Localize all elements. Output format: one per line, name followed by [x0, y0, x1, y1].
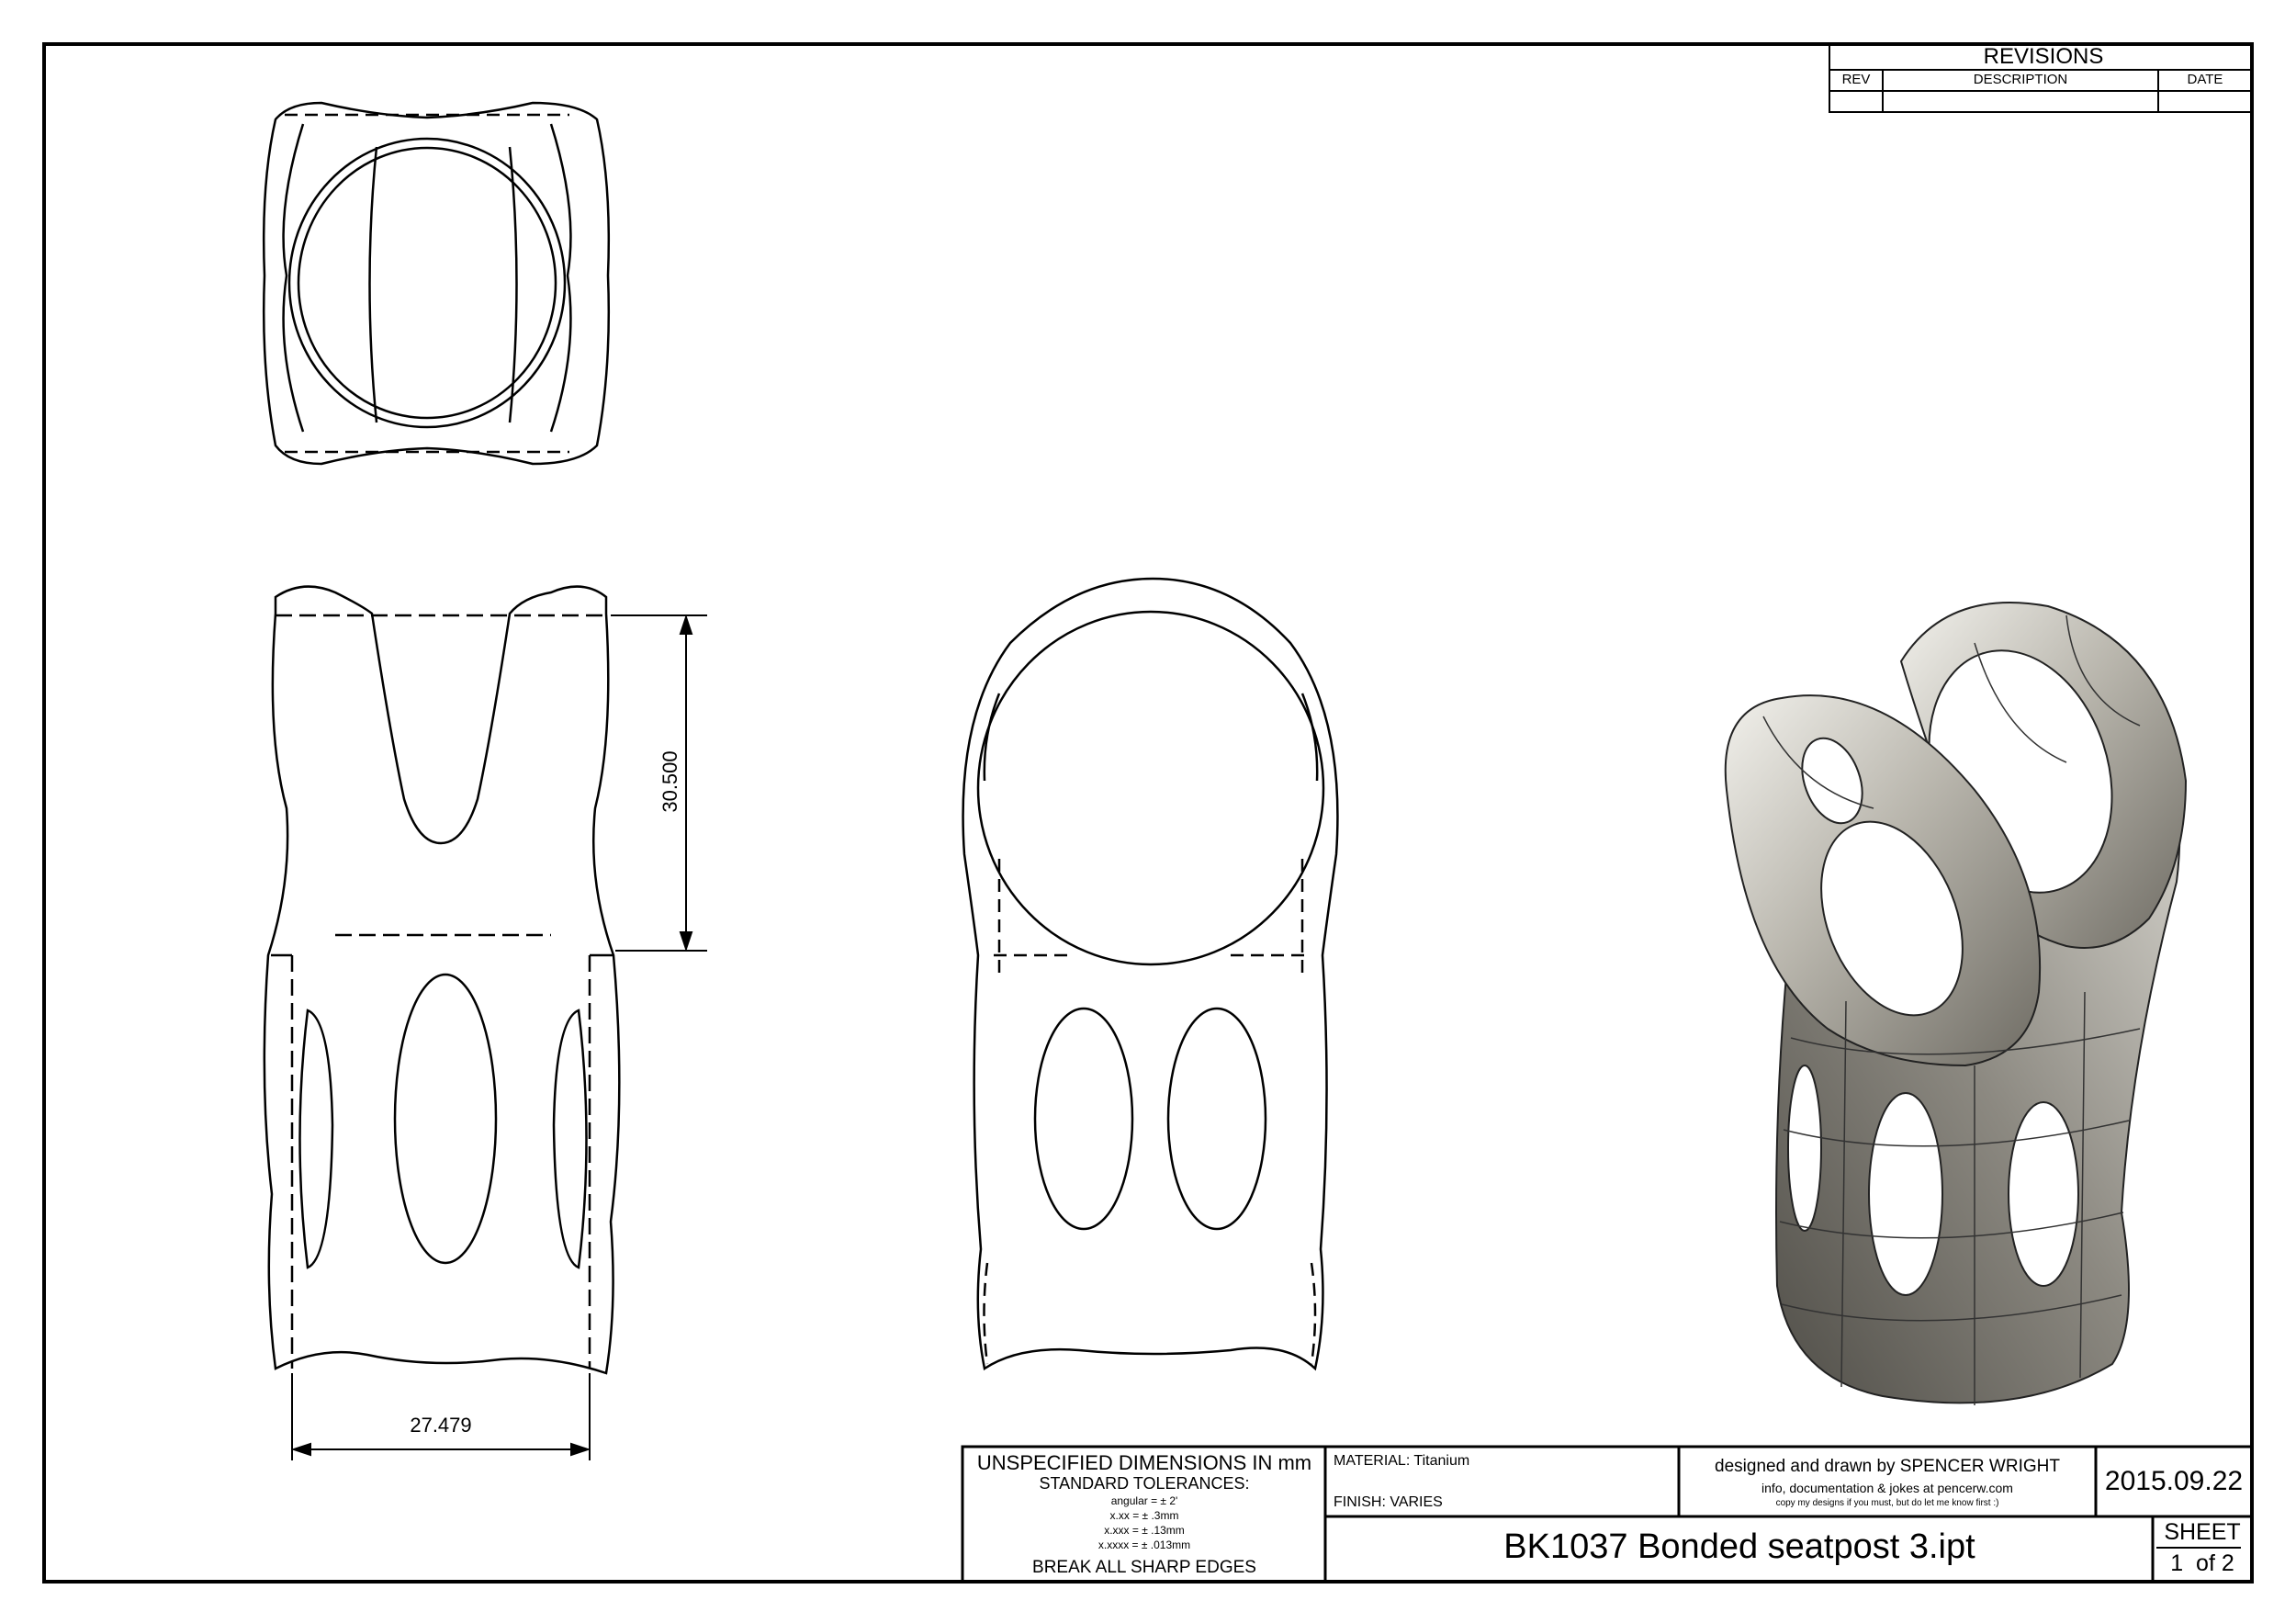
sheet-label: SHEET — [2164, 1519, 2241, 1545]
top-view — [262, 101, 611, 466]
revisions-col-date: DATE — [2187, 72, 2223, 87]
side-view — [962, 577, 1339, 1371]
drawing-date: 2015.09.22 — [2104, 1466, 2244, 1496]
tolerance-xx: x.xx = ± .3mm — [1109, 1509, 1179, 1522]
revisions-table — [1829, 43, 2253, 113]
material-label: MATERIAL: Titanium — [1334, 1453, 1470, 1469]
tolerance-xxxx: x.xxxx = ± .013mm — [1097, 1538, 1191, 1551]
revisions-col-description: DESCRIPTION — [1973, 72, 2068, 87]
tolerance-xxx: x.xxx = ± .13mm — [1104, 1524, 1185, 1537]
standard-tolerances-label: STANDARD TOLERANCES: — [1039, 1474, 1250, 1493]
title-block — [961, 1445, 2254, 1584]
front-view — [263, 585, 621, 1375]
drawing-filename: BK1037 Bonded seatpost 3.ipt — [1503, 1527, 1975, 1566]
break-edges-label: BREAK ALL SHARP EDGES — [1032, 1558, 1256, 1577]
designer-label: designed and drawn by SPENCER WRIGHT — [1715, 1457, 2060, 1476]
dimension-width — [290, 1373, 591, 1460]
isometric-view — [1724, 602, 2188, 1405]
unspecified-dimensions-label: UNSPECIFIED DIMENSIONS IN mm — [976, 1451, 1312, 1474]
revisions-title: REVISIONS — [1983, 44, 2104, 69]
dimension-height-label: 30.500 — [658, 750, 681, 813]
info-label: info, documentation & jokes at pencerw.c… — [1761, 1481, 2013, 1495]
dimension-height — [611, 614, 707, 952]
finish-label: FINISH: VARIES — [1334, 1494, 1443, 1510]
revisions-col-rev: REV — [1841, 72, 1871, 87]
sheet-number: 1 of 2 — [2170, 1550, 2234, 1576]
dimension-width-label: 27.479 — [410, 1414, 472, 1437]
tolerance-angular: angular = ± 2' — [1110, 1494, 1178, 1507]
copy-note-label: copy my designs if you must, but do let … — [1775, 1498, 1999, 1508]
